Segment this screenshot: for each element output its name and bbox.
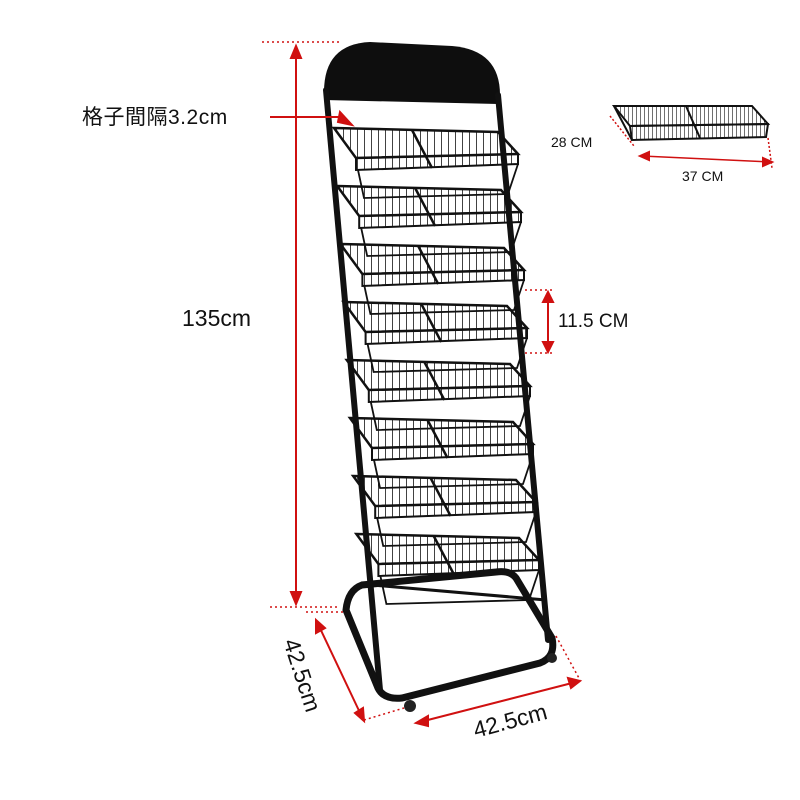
rack-frame <box>323 87 551 693</box>
basket-width-label: 37 CM <box>682 168 724 184</box>
wire-basket <box>344 358 533 431</box>
basket-depth-dimension-line <box>609 115 635 147</box>
spacing-label: 格子間隔3.2cm <box>82 106 228 129</box>
wire-basket <box>337 242 527 315</box>
wire-basket <box>353 532 542 605</box>
rack-wheel <box>547 653 557 663</box>
base-brace <box>371 583 547 602</box>
single-basket-detail <box>611 105 771 142</box>
wire-basket <box>341 300 530 373</box>
basket-depth-label: 28 CM <box>551 134 593 150</box>
base-width-dimension-line <box>419 681 577 723</box>
rack-header-board <box>324 42 500 104</box>
wire-basket <box>331 126 521 199</box>
base-depth-dimension-line <box>317 623 363 718</box>
tier-gap-label: 11.5 CM <box>558 311 629 332</box>
wire-basket <box>334 184 524 257</box>
dimension-lines <box>262 41 775 728</box>
height-label: 135cm <box>182 305 252 331</box>
wire-basket <box>350 474 539 547</box>
basket-group <box>331 126 542 605</box>
rack-base <box>342 568 557 702</box>
rack-wheel <box>404 700 416 712</box>
basket-width-dimension-line <box>641 155 771 163</box>
